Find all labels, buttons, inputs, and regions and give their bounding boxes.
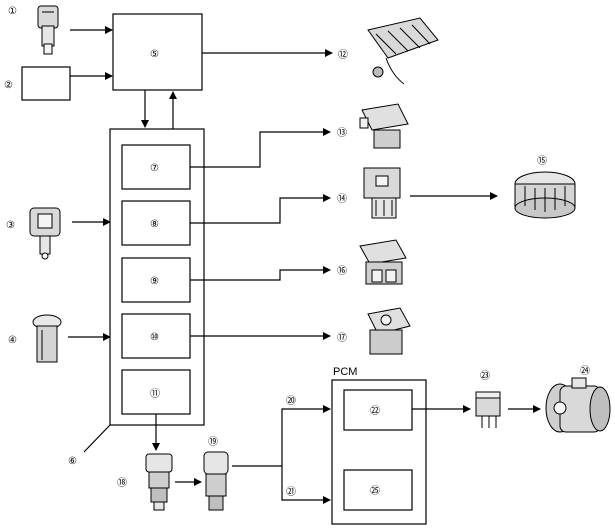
marker-21: ㉑ xyxy=(286,486,296,498)
marker-1: ① xyxy=(8,6,17,17)
arrow-7-to-13 xyxy=(190,128,331,168)
sensor-19-part xyxy=(203,451,229,511)
component-25-box xyxy=(343,469,413,511)
sensor-1-part xyxy=(37,5,59,55)
marker-19: ⑲ xyxy=(208,436,218,448)
sensor-3-part xyxy=(29,207,61,260)
component-7-box xyxy=(121,144,191,190)
marker-17: ⑰ xyxy=(337,332,347,344)
sensor-18-part xyxy=(145,453,173,511)
marker-4: ④ xyxy=(8,335,17,346)
marker-18: ⑱ xyxy=(117,477,127,489)
marker-3: ③ xyxy=(6,220,15,231)
component-5-box xyxy=(112,13,203,91)
marker-12: ⑫ xyxy=(338,49,348,61)
arrow-19-to-22 xyxy=(281,405,331,466)
marker-6: ⑥ xyxy=(68,456,77,467)
marker-14: ⑭ xyxy=(337,193,347,205)
marker-20: ⑳ xyxy=(286,395,296,407)
component-8-box xyxy=(121,200,191,246)
heater-core-12-part xyxy=(367,17,439,85)
marker-13: ⑬ xyxy=(337,127,347,139)
marker-25: ㉕ xyxy=(370,485,380,497)
leader-6 xyxy=(83,424,111,453)
marker-7: ⑦ xyxy=(150,163,159,174)
relay-23-part xyxy=(475,391,501,428)
pcm-label: PCM xyxy=(333,366,357,378)
actuator-16-part xyxy=(359,239,407,285)
marker-24: ㉔ xyxy=(580,365,590,377)
marker-23: ㉓ xyxy=(480,370,490,382)
marker-8: ⑧ xyxy=(150,219,159,230)
component-10-box xyxy=(121,313,191,359)
component-2-box xyxy=(21,66,71,101)
compressor-24-part xyxy=(545,377,611,433)
resistor-14-part xyxy=(363,167,401,219)
actuator-17-part xyxy=(367,307,411,355)
component-9-box xyxy=(121,257,191,303)
arrow-19-to-25 xyxy=(281,466,331,504)
marker-10: ⑩ xyxy=(150,332,159,343)
marker-11: ⑪ xyxy=(150,388,160,400)
marker-5: ⑤ xyxy=(150,49,159,60)
marker-16: ⑯ xyxy=(337,265,347,277)
component-22-box xyxy=(343,389,413,431)
marker-2: ② xyxy=(4,80,13,91)
actuator-13-part xyxy=(359,103,409,149)
sensor-4-part xyxy=(32,314,62,363)
marker-9: ⑨ xyxy=(150,276,159,287)
arrow-8-to-14 xyxy=(190,194,331,224)
blower-motor-15-part xyxy=(514,171,576,219)
arrow-9-to-16 xyxy=(190,266,331,281)
marker-15: ⑮ xyxy=(537,155,547,167)
marker-22: ㉒ xyxy=(370,405,380,417)
